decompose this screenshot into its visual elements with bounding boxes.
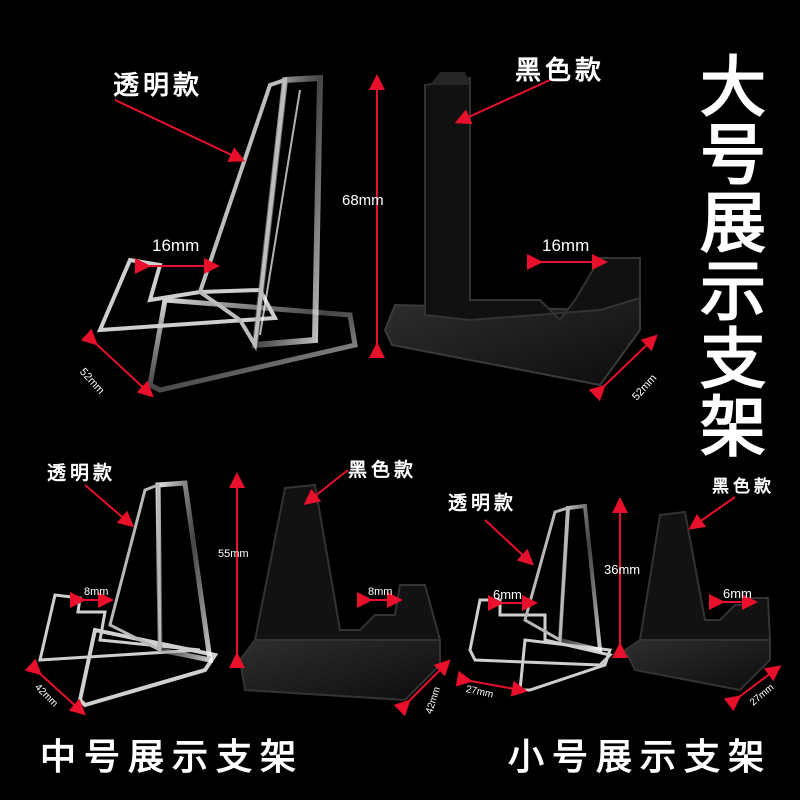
large-clear-depth-arrow bbox=[80, 328, 154, 398]
large-black-depth-arrow bbox=[588, 334, 658, 402]
large-clear-arrow bbox=[114, 99, 246, 162]
large-black-arrow bbox=[454, 79, 551, 124]
small-black-arrow bbox=[688, 496, 736, 530]
medium-black-label: 黑色款 bbox=[348, 459, 418, 481]
large-clear-stand bbox=[96, 74, 358, 393]
medium-title: 中号展示支架 bbox=[40, 736, 305, 778]
large-black-stand bbox=[383, 72, 641, 387]
small-black-depth-arrow bbox=[723, 665, 782, 712]
large-clear-label: 透明款 bbox=[113, 71, 204, 101]
large-clear-slot-value: 16mm bbox=[152, 236, 200, 255]
medium-clear-stand bbox=[38, 480, 219, 708]
small-clear-arrow bbox=[484, 519, 534, 566]
medium-black-stand bbox=[238, 483, 442, 702]
large-black-label: 黑色款 bbox=[515, 56, 606, 86]
large-height-value: 68mm bbox=[342, 192, 384, 209]
medium-black-depth-arrow bbox=[393, 659, 451, 717]
large-title: 大号展示支架 bbox=[689, 52, 767, 460]
small-title: 小号展示支架 bbox=[508, 736, 773, 778]
small-height-value: 36mm bbox=[604, 562, 641, 577]
medium-height-value: 55mm bbox=[218, 548, 249, 560]
small-clear-slot-value: 6mm bbox=[493, 587, 522, 602]
small-black-label: 黑色款 bbox=[712, 477, 775, 497]
medium-clear-arrow bbox=[84, 484, 135, 528]
large-black-slot-value: 16mm bbox=[542, 236, 590, 255]
small-black-slot-value: 6mm bbox=[723, 586, 752, 601]
medium-clear-slot-value: 8mm bbox=[84, 586, 109, 598]
medium-clear-label: 透明款 bbox=[47, 462, 117, 484]
small-clear-label: 透明款 bbox=[448, 492, 518, 514]
medium-black-arrow bbox=[303, 469, 349, 505]
medium-black-slot-value: 8mm bbox=[368, 586, 393, 598]
small-clear-stand bbox=[468, 503, 613, 692]
small-clear-depth-arrow bbox=[455, 670, 528, 697]
medium-clear-depth-arrow bbox=[24, 658, 86, 716]
